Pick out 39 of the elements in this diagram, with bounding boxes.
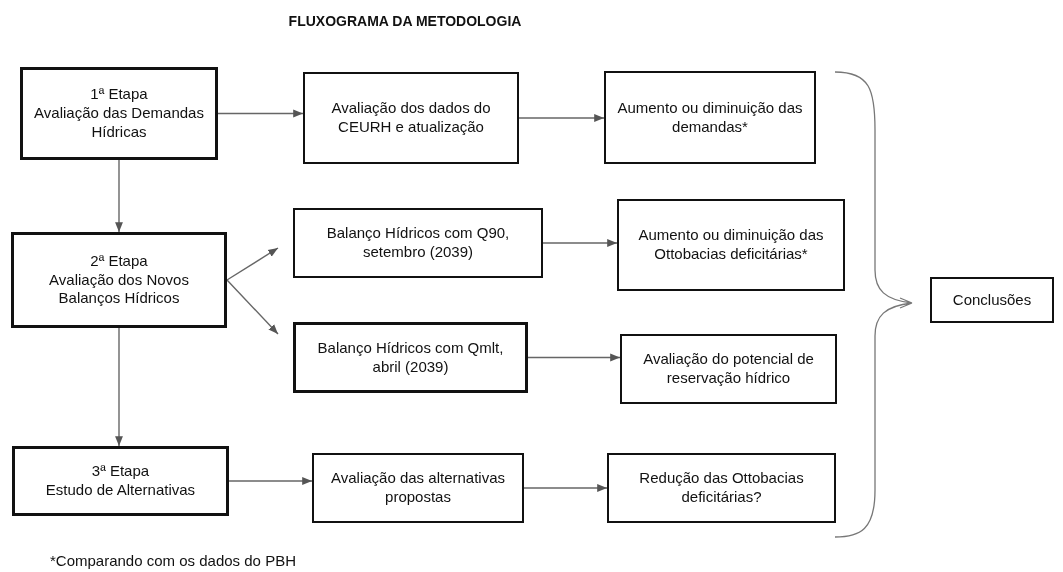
box-text: Avaliação dos Novos Balanços Hídricos: [48, 270, 190, 309]
process-box: [620, 334, 837, 404]
process-box: [617, 199, 845, 291]
box-text: Estudo de Alternativas: [45, 481, 196, 500]
footnote: *Comparando com os dados do PBH: [50, 552, 296, 569]
title: FLUXOGRAMA DA METODOLOGIA: [287, 13, 523, 29]
arrow: [523, 484, 608, 492]
box-text: Aumento ou diminuição das demandas*: [616, 98, 804, 137]
arrow: [542, 239, 618, 247]
process-box: [11, 232, 227, 328]
process-box: [303, 72, 519, 164]
process-box: [293, 208, 543, 278]
arrow: [518, 114, 605, 122]
box-text: Balanço Hídricos com Q90, setembro (2039): [325, 224, 511, 262]
arrow: [226, 279, 279, 335]
arrow: [226, 247, 279, 281]
process-box: [293, 322, 528, 393]
box-text: Avaliação das Demandas Hídricas: [33, 104, 205, 142]
arrow: [527, 353, 621, 362]
box-text: Balanço Hídricos com Qmlt, abril (2039): [316, 338, 505, 377]
box-text: Aumento ou diminuição das Ottobacias deficitárias*: [637, 226, 825, 264]
arrow: [115, 327, 123, 447]
step-heading: 2ª Etapa: [90, 251, 148, 271]
arrow: [115, 159, 123, 233]
step-heading: 1ª Etapa: [90, 85, 148, 105]
step-heading: 3ª Etapa: [91, 462, 150, 481]
process-box: [604, 71, 816, 164]
process-box: [930, 277, 1054, 323]
process-box: [12, 446, 229, 516]
box-text: Avaliação dos dados do CEURH e atualização: [330, 99, 492, 137]
process-box: [312, 453, 524, 523]
box-text: Redução das Ottobacias deficitárias?: [638, 469, 805, 507]
arrow: [228, 477, 313, 485]
box-text: Conclusões: [952, 290, 1032, 310]
box-text: Avaliação das alternativas propostas: [330, 469, 506, 507]
box-text: Avaliação do potencial de reservação hídrico: [642, 350, 815, 388]
process-box: [20, 67, 218, 160]
arrow: [217, 109, 304, 118]
process-box: [607, 453, 836, 523]
